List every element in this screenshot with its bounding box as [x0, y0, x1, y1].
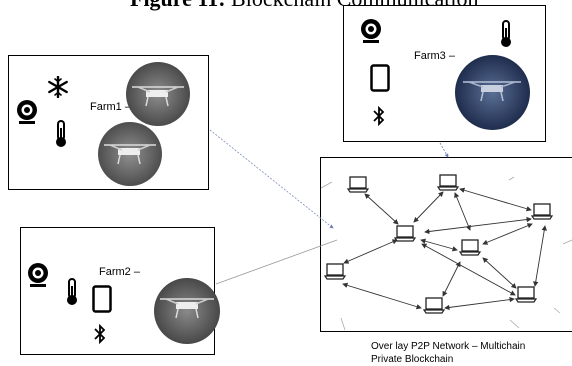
farm1-box: Farm1 –	[8, 55, 209, 190]
farm2-label: Farm2 –	[99, 266, 140, 278]
tablet-icon	[92, 285, 112, 318]
bluetooth-icon	[373, 105, 385, 131]
farm1-label: Farm1 –	[90, 101, 131, 113]
edge-mark	[340, 317, 346, 331]
edge-mark	[553, 307, 561, 314]
laptop-icon	[459, 239, 481, 256]
drone-photo-1b	[98, 122, 162, 186]
drone-photo-3	[455, 55, 530, 130]
edge-mark	[508, 176, 515, 181]
laptop-icon	[324, 263, 346, 280]
drone-photo-1a	[126, 62, 190, 126]
webcam-icon	[27, 262, 49, 293]
farm1-link	[209, 129, 334, 229]
laptop-icon	[394, 225, 416, 242]
network-link	[459, 187, 532, 212]
network-link	[424, 216, 532, 235]
network-link	[442, 261, 461, 297]
thermometer-icon	[499, 20, 513, 53]
edge-mark	[509, 319, 520, 329]
figure-title-prefix: Figure 11:	[130, 0, 226, 11]
network-link	[533, 225, 547, 287]
webcam-icon	[16, 99, 38, 130]
network-link	[364, 193, 399, 225]
network-caption-line2: Private Blockchain	[371, 354, 454, 365]
thermometer-icon	[65, 278, 79, 311]
farm3-link	[439, 142, 449, 158]
network-link	[342, 282, 422, 310]
farm3-box: Farm3 –	[343, 5, 546, 142]
network-link	[343, 239, 398, 264]
network-caption: Over lay P2P Network – Multichain Privat…	[371, 340, 525, 366]
snowflake-icon	[47, 75, 69, 103]
farm3-label: Farm3 –	[414, 50, 455, 62]
tablet-icon	[370, 64, 390, 97]
network-link	[482, 257, 517, 289]
network-link	[413, 191, 444, 223]
thermometer-icon	[54, 120, 68, 153]
farm2-box: Farm2 –	[20, 227, 220, 355]
bluetooth-icon	[94, 323, 106, 349]
network-link	[482, 223, 533, 245]
drone-photo-2	[154, 278, 220, 344]
network-link	[421, 243, 516, 296]
network-link	[454, 192, 471, 231]
laptop-icon	[531, 203, 553, 220]
network-link	[444, 296, 515, 311]
laptop-icon	[515, 286, 537, 303]
network-caption-line1: Over lay P2P Network – Multichain	[371, 341, 526, 352]
farm2-link	[215, 239, 338, 285]
webcam-icon	[360, 18, 382, 49]
edge-mark	[320, 181, 333, 189]
network-link	[420, 238, 458, 252]
laptop-icon	[423, 297, 445, 314]
laptop-icon	[347, 176, 369, 193]
edge-mark	[562, 239, 572, 245]
laptop-icon	[437, 174, 459, 191]
